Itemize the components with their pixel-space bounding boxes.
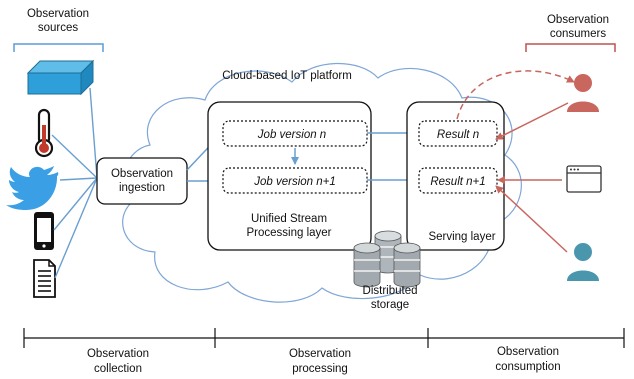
phase-axis bbox=[23, 328, 625, 348]
storage-label-line1: Distributed bbox=[363, 285, 418, 297]
consumers-title-line2: consumers bbox=[550, 28, 606, 40]
browser-window-icon bbox=[566, 165, 602, 193]
result-n1-label: Result n+1 bbox=[430, 176, 485, 188]
source-connection-lines bbox=[51, 87, 98, 279]
phase-processing-line1: Observation bbox=[289, 348, 351, 360]
consumers-title-line1: Observation bbox=[547, 14, 609, 26]
ingestion-line1: Observation bbox=[111, 168, 173, 180]
phase-collection-line2: collection bbox=[94, 363, 142, 375]
database-icon bbox=[353, 230, 421, 288]
storage-label-line2: storage bbox=[371, 299, 409, 311]
phase-consumption-line2: consumption bbox=[495, 361, 560, 373]
arrow-result-n-to-user-dashed bbox=[456, 70, 575, 120]
job-version-n1-box bbox=[222, 167, 368, 194]
arrow-user-to-result-n1 bbox=[495, 185, 568, 253]
ingestion-box bbox=[96, 157, 188, 205]
sources-title-line2: sources bbox=[38, 22, 79, 34]
platform-label: Cloud-based IoT platform bbox=[222, 70, 352, 82]
sources-title-line1: Observation bbox=[27, 8, 89, 20]
phase-collection-line1: Observation bbox=[87, 348, 149, 360]
document-icon bbox=[33, 259, 56, 298]
phase-processing-line2: processing bbox=[292, 363, 348, 375]
sources-bracket bbox=[13, 43, 104, 52]
job-version-n-label: Job version n bbox=[257, 129, 326, 141]
user-icon bbox=[567, 74, 599, 112]
job-version-n1-label: Job version n+1 bbox=[253, 176, 336, 188]
result-n-label: Result n bbox=[437, 129, 479, 141]
processing-label-line2: Processing layer bbox=[246, 227, 331, 239]
arrow-user-to-result-n bbox=[495, 102, 569, 140]
smartphone-icon bbox=[34, 212, 54, 250]
ingestion-line2: ingestion bbox=[119, 182, 165, 194]
job-version-n-box bbox=[222, 120, 368, 147]
serving-layer-label: Serving layer bbox=[428, 231, 495, 243]
sensor-device-icon bbox=[26, 59, 95, 96]
user-icon bbox=[567, 243, 599, 281]
twitter-icon bbox=[6, 166, 59, 210]
processing-label-line1: Unified Stream bbox=[251, 213, 327, 225]
phase-consumption-line1: Observation bbox=[497, 346, 559, 358]
consumers-bracket bbox=[525, 43, 616, 52]
thermometer-icon bbox=[34, 108, 54, 158]
